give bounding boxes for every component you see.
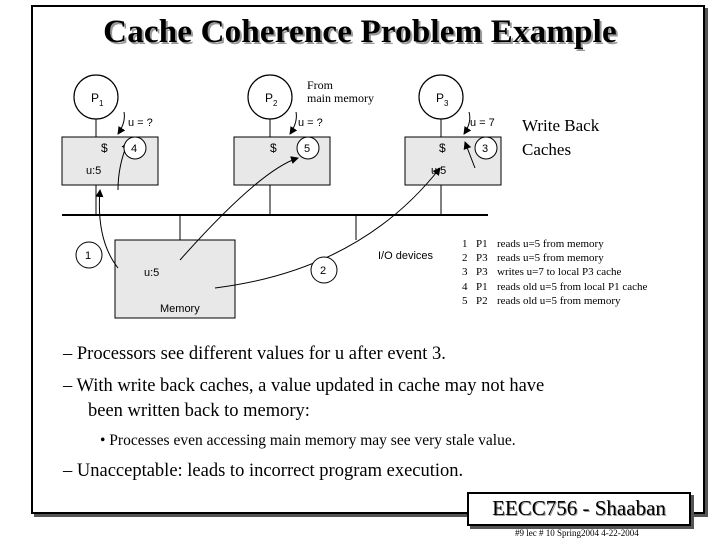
- event2-arrow: [214, 167, 441, 289]
- cache2-symbol: $: [270, 141, 277, 155]
- p3-write-label: u = 7: [470, 117, 495, 129]
- event-5-number: 5: [304, 143, 310, 155]
- io-devices-label: I/O devices: [378, 250, 434, 262]
- event1-arrow: [95, 189, 119, 269]
- footer-badge-text: EECC756 - Shaaban: [492, 496, 666, 520]
- event-1-number: 1: [85, 250, 91, 262]
- p1-label: P1: [91, 91, 104, 108]
- event-4-marker: [123, 136, 147, 160]
- memory-label: Memory: [160, 303, 200, 315]
- p2-read-arrow: [289, 111, 298, 135]
- p3-label: P3: [436, 91, 449, 108]
- event-1-marker: [75, 241, 103, 269]
- event-4-number: 4: [131, 143, 137, 155]
- bullet-unacceptable: – Unacceptable: leads to incorrect progr…: [63, 461, 464, 481]
- memory-value: u:5: [144, 267, 159, 279]
- subbullet-stale-value: • Processes even accessing main memory m…: [100, 432, 516, 449]
- event-5-marker: [296, 136, 320, 160]
- memory-box: [114, 239, 236, 319]
- bullet-write-back-line1: – With write back caches, a value update…: [63, 376, 545, 396]
- event-3-number: 3: [482, 143, 488, 155]
- p2-label: P2: [265, 91, 278, 108]
- cache1-value: u:5: [86, 165, 101, 177]
- p3-write-arrow: [463, 111, 472, 135]
- cache3-update-arrow: [463, 141, 476, 169]
- footer-lecture-info: #9 lec # 10 Spring2004 4-22-2004: [515, 528, 639, 538]
- slide-frame: [31, 5, 705, 514]
- from-memory-label: From main memory: [307, 78, 374, 105]
- footer-badge: EECC756 - Shaaban: [467, 492, 691, 526]
- p1-read-arrow: [117, 111, 126, 135]
- slide-title: Cache Coherence Problem Example: [103, 14, 617, 50]
- write-back-label: Write Back Caches: [522, 116, 600, 159]
- cache3-symbol: $: [439, 141, 446, 155]
- p1-read-label: u = ?: [128, 117, 153, 129]
- event-2-number: 2: [320, 265, 326, 277]
- event-3-marker: [474, 136, 498, 160]
- event5-arrow: [179, 156, 299, 261]
- cache3-value: u:5: [431, 165, 446, 177]
- bullet-different-values: – Processors see different values for u …: [63, 344, 446, 364]
- p2-read-label: u = ?: [298, 117, 323, 129]
- event-2-marker: [310, 256, 338, 284]
- bullet-write-back-line2: been written back to memory:: [88, 401, 310, 421]
- cache1-symbol: $: [101, 141, 108, 155]
